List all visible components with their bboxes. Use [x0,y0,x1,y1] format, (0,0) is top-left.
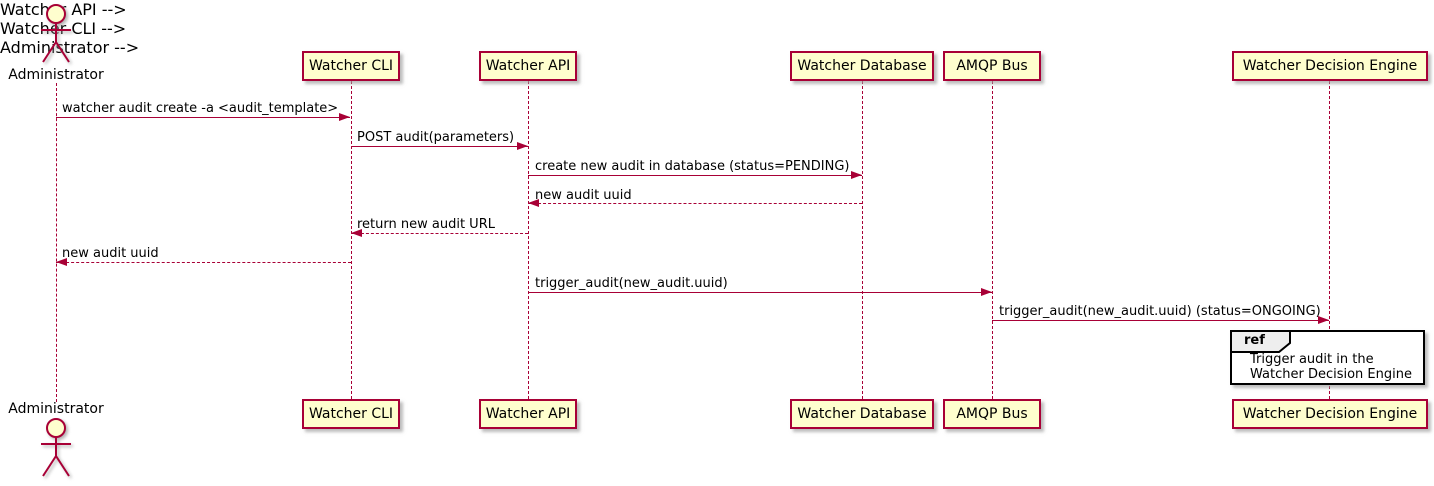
lifeline-watcher-cli [351,81,352,399]
lifeline-watcher-api [528,81,529,399]
participant-watcher-cli-bottom: Watcher CLI [302,399,400,429]
arrowhead-icon [851,171,862,179]
message-line [528,203,862,204]
lifeline-amqp-bus [992,81,993,399]
arrowhead-icon [1318,316,1329,324]
ref-keyword: ref [1244,333,1265,348]
participant-watcher-database-bottom: Watcher Database [790,399,934,429]
message-line [351,146,528,147]
ref-line-2: Watcher Decision Engine [1250,367,1412,382]
message-label: trigger_audit(new_audit.uuid) [535,276,728,291]
message-label: return new audit URL [357,217,495,232]
message-label: POST audit(parameters) [357,130,515,145]
message-line [528,292,992,293]
participant-watcher-database-top: Watcher Database [790,51,934,81]
administrator-actor-icon-bottom [41,418,71,477]
message-line [56,117,350,118]
participant-amqp-bus-bottom: AMQP Bus [943,399,1041,429]
arrowhead-icon [339,113,350,121]
administrator-actor-icon [41,4,71,63]
participant-watcher-api-top: Watcher API [479,51,577,81]
arrowhead-icon [517,142,528,150]
arrowhead-icon [528,199,539,207]
message-line [56,262,351,263]
ref-fragment: ref Trigger audit in the Watcher Decisio… [1230,330,1425,385]
arrowhead-icon [351,229,362,237]
message-line [351,233,528,234]
arrowhead-icon [56,258,67,266]
message-label: watcher audit create -a <audit_template> [62,101,339,116]
message-line [528,175,862,176]
message-label: create new audit in database (status=PEN… [535,159,850,174]
ref-content: Trigger audit in the Watcher Decision En… [1250,352,1412,382]
lifeline-watcher-decision-engine [1329,81,1330,399]
participant-amqp-bus-top: AMQP Bus [943,51,1041,81]
actor-label-administrator-bottom: Administrator [8,401,104,417]
ref-tab-icon [1230,330,1291,353]
message-line [992,320,1329,321]
ref-line-1: Trigger audit in the [1250,352,1374,367]
lifeline-watcher-database [862,81,863,399]
participant-watcher-decision-engine-bottom: Watcher Decision Engine [1232,399,1428,429]
participant-watcher-cli-top: Watcher CLI [302,51,400,81]
participant-watcher-decision-engine-top: Watcher Decision Engine [1232,51,1428,81]
message-label: new audit uuid [62,246,159,261]
message-label: new audit uuid [535,188,632,203]
arrowhead-icon [981,288,992,296]
participant-watcher-api-bottom: Watcher API [479,399,577,429]
lifeline-administrator [56,83,57,402]
actor-label-administrator-top: Administrator [8,67,104,83]
message-label: trigger_audit(new_audit.uuid) (status=ON… [999,304,1321,319]
